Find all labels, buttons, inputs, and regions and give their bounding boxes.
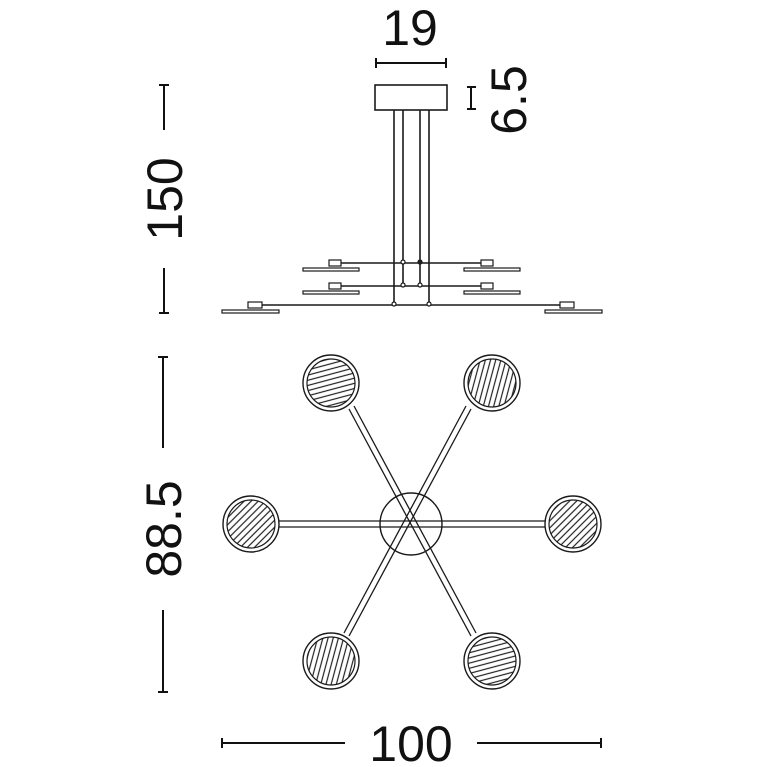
dimension-label-canopy-width: 19	[382, 0, 438, 56]
lamp-head-bottom-right	[463, 632, 521, 690]
dimension-total-height: 150	[137, 84, 193, 314]
dimension-label-depth: 88.5	[136, 480, 192, 577]
dimension-width: 100	[221, 716, 602, 767]
dimension-label-canopy-height: 6.5	[481, 65, 537, 135]
suspension-wires	[393, 110, 430, 304]
lower-tier	[221, 301, 603, 314]
lamp-head-right	[544, 495, 602, 553]
lamp-head-top-left	[302, 354, 360, 412]
canopy	[374, 84, 448, 111]
lamp-head-bottom-left	[302, 632, 360, 690]
dimension-depth: 88.5	[136, 356, 192, 693]
lamp-head-left	[222, 495, 280, 553]
side-view	[221, 84, 603, 314]
top-view	[222, 354, 602, 690]
dimension-canopy-height: 6.5	[467, 65, 537, 135]
arms	[278, 405, 546, 637]
lamp-head-top-right	[463, 354, 521, 412]
dimension-label-width: 100	[369, 716, 452, 767]
dimension-canopy-width: 19	[375, 0, 447, 68]
dimension-label-total-height: 150	[137, 157, 193, 240]
middle-tier	[302, 282, 521, 295]
upper-tier	[302, 259, 521, 272]
